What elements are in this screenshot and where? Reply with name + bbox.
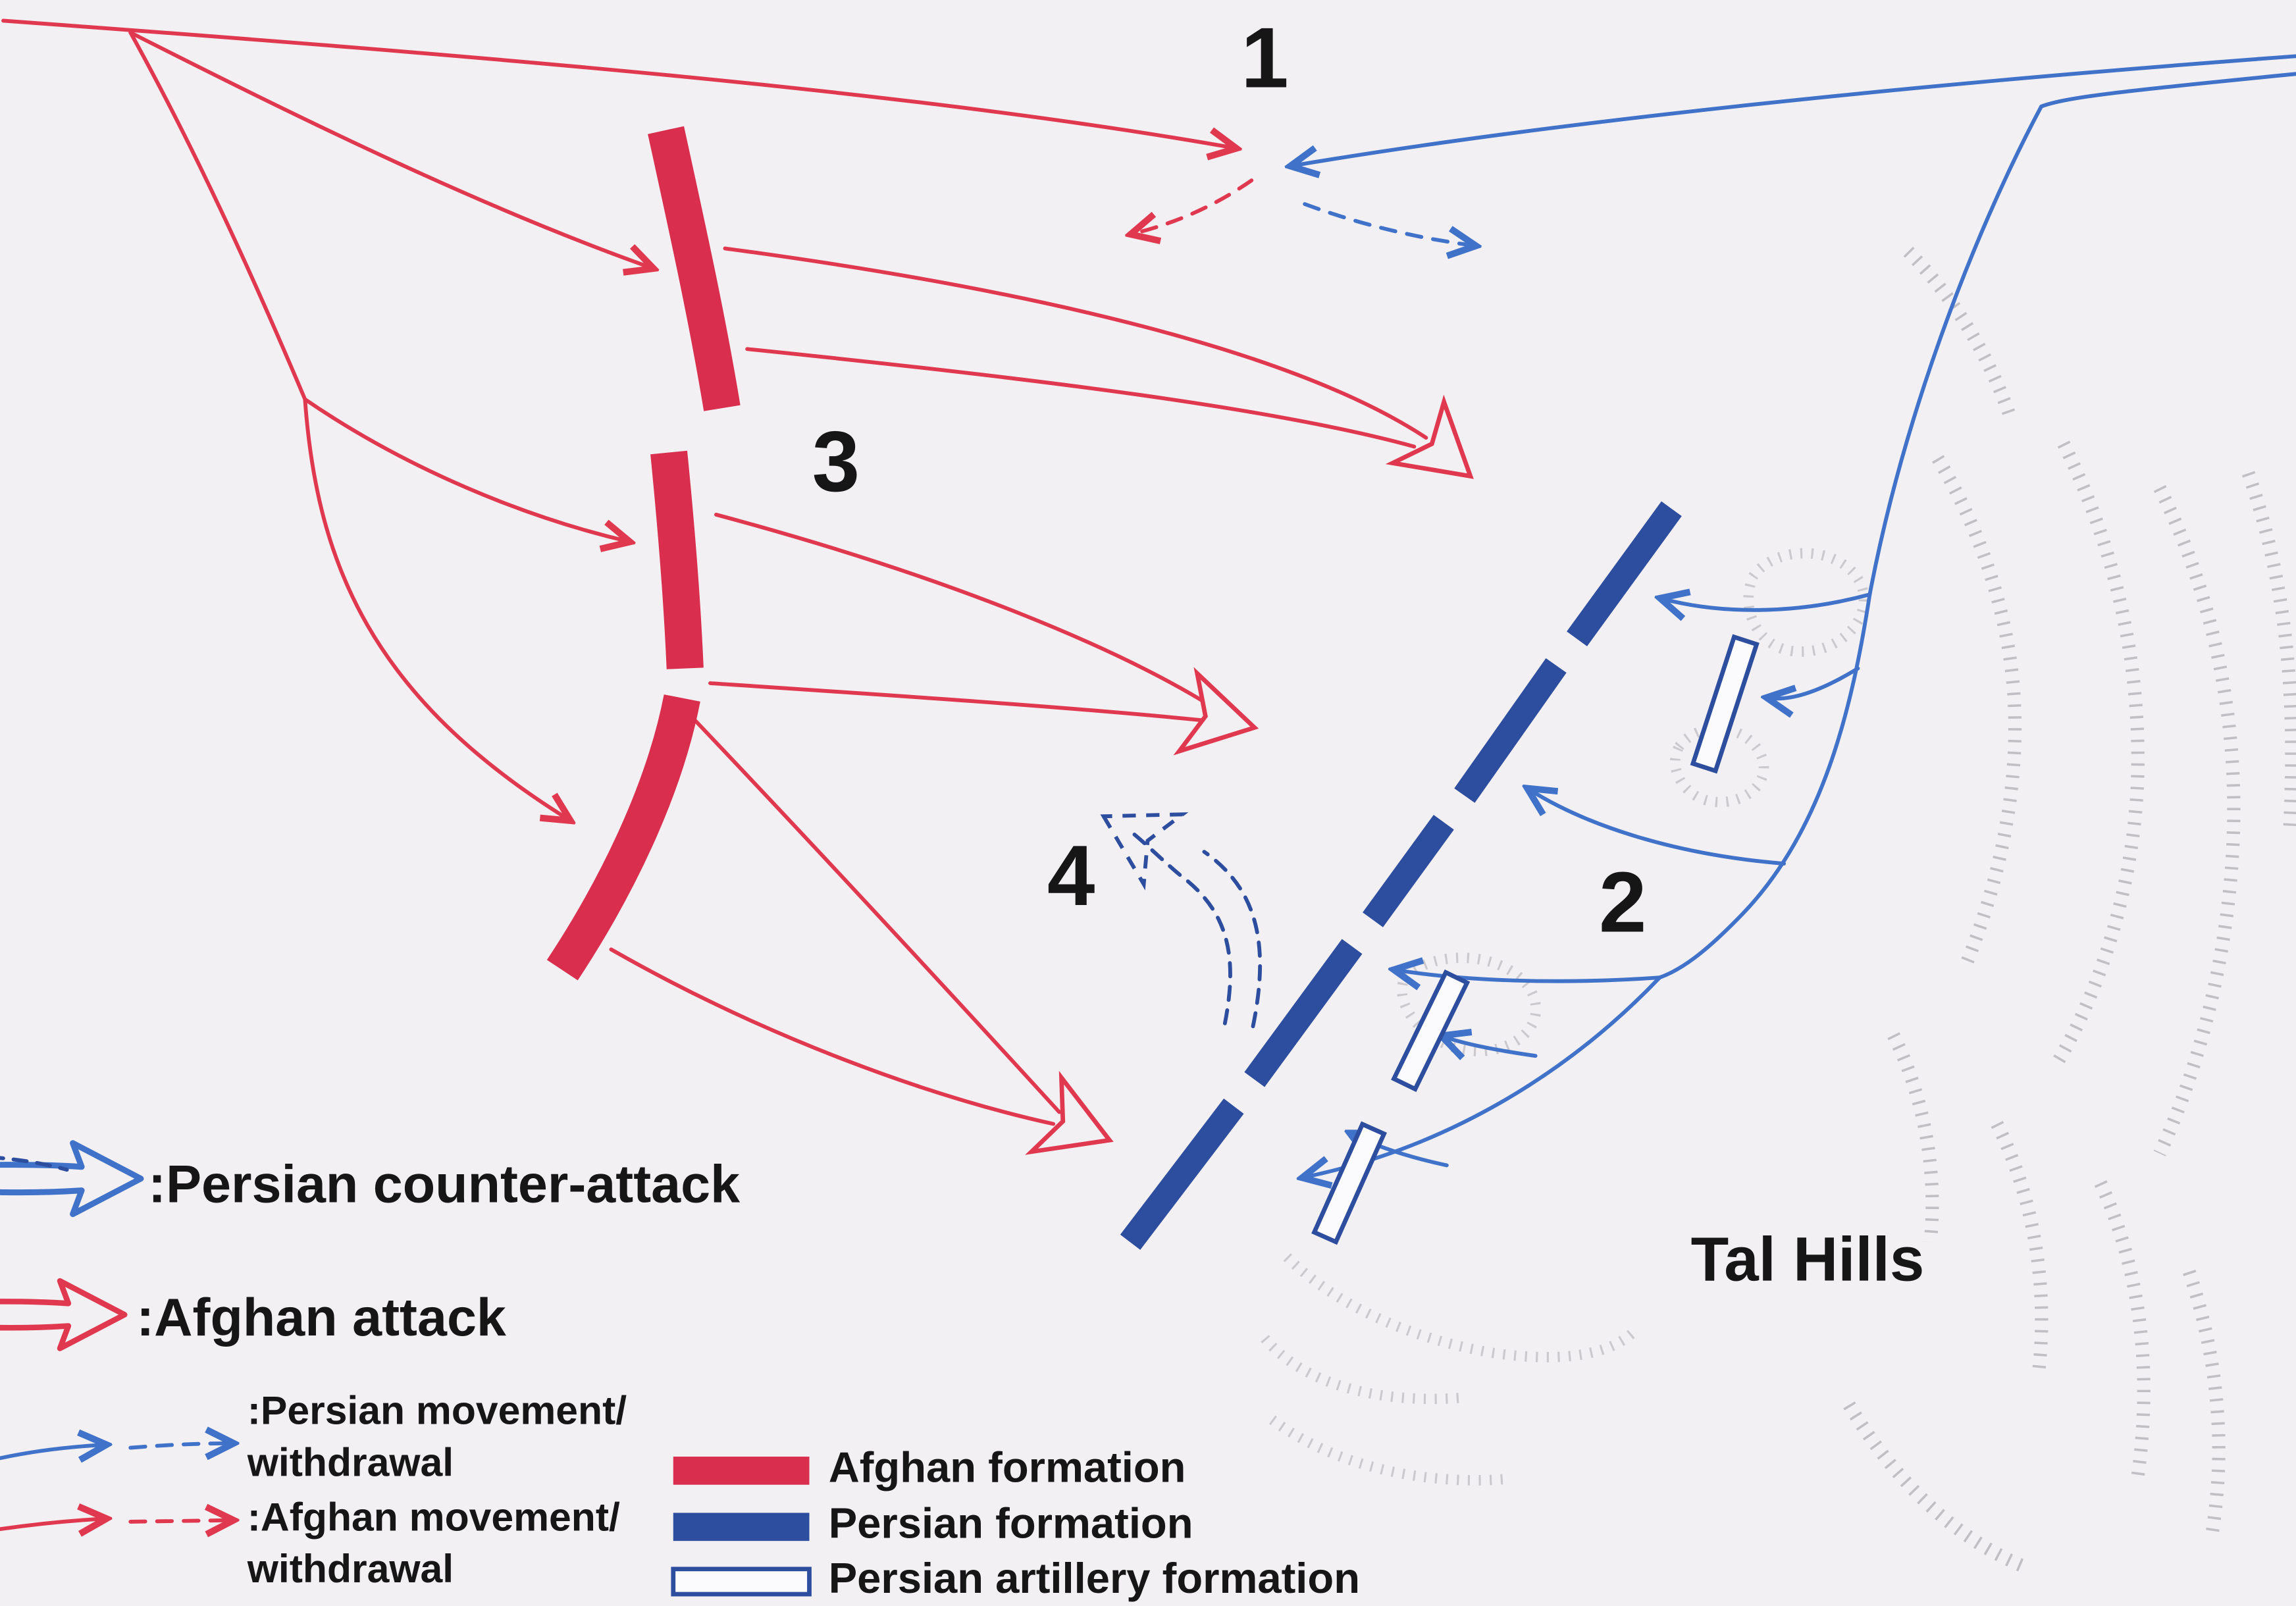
- legend: :Persian counter-attack :Afghan attack :…: [0, 1143, 1360, 1602]
- legend-persian-counter-label: :Persian counter-attack: [148, 1155, 741, 1214]
- afghan-attack-shaft-2b: [708, 681, 1203, 723]
- legend-artillery-formation-label: Persian artillery formation: [829, 1554, 1360, 1602]
- afghan-routes: [1, 18, 1254, 819]
- persian-counter-shaft-outer: [1202, 850, 1263, 1029]
- persian-formation-bar-4: [1244, 939, 1363, 1087]
- tal-hills-label: Tal Hills: [1691, 1225, 1925, 1294]
- afghan-formation-swatch: [673, 1457, 810, 1485]
- afghan-movement-solid-icon: [0, 1518, 104, 1529]
- marker-3: 3: [812, 413, 860, 509]
- persian-formation-bar-3: [1363, 814, 1454, 927]
- legend-persian-movement-line1: :Persian movement/: [248, 1388, 627, 1433]
- persian-formation: [1120, 501, 1682, 1250]
- afghan-route-to-top-bar: [128, 30, 651, 267]
- afghan-route-top: [1, 18, 1234, 147]
- persian-formation-bar-1: [1567, 501, 1682, 646]
- legend-afghan-movement-line1: :Afghan movement/: [248, 1494, 620, 1539]
- persian-movement-solid-icon: [0, 1445, 104, 1458]
- persian-route-branch-1: [1663, 594, 1872, 610]
- persian-formation-bar-5: [1120, 1099, 1244, 1250]
- afghan-attack-icon: [0, 1281, 124, 1348]
- legend-persian-counter-arrow-icon: [0, 1143, 141, 1214]
- persian-artillery: [1311, 634, 1760, 1245]
- persian-artillery-3: [1311, 1121, 1387, 1245]
- marker-4: 4: [1047, 827, 1095, 923]
- afghan-attack-shaft-1b: [745, 347, 1417, 449]
- persian-movement-dashed-icon: [128, 1443, 231, 1448]
- persian-route-top: [1293, 54, 2296, 165]
- legend-afghan-movement-line2: withdrawal: [247, 1546, 454, 1591]
- persian-formation-bar-2: [1454, 658, 1567, 803]
- afghan-route-left-stem: [128, 30, 307, 402]
- afghan-formation-bar-3: [546, 694, 700, 981]
- persian-counter-attack-icon-dash: [0, 1156, 69, 1172]
- afghan-attack-arrows: [609, 246, 1496, 1177]
- legend-persian-formation-label: Persian formation: [829, 1499, 1193, 1547]
- persian-counter-attack-arrow: [1084, 781, 1263, 1029]
- afghan-attack-shaft-3a: [683, 708, 1062, 1114]
- persian-artillery-1: [1690, 634, 1760, 774]
- hill-ridge-group-right: [1843, 246, 2296, 1574]
- phase-markers: 1 2 3 4 Tal Hills: [812, 10, 1925, 1294]
- persian-artillery-swatch: [671, 1567, 812, 1597]
- hill-blob-group-center: [1261, 548, 1869, 1486]
- persian-formation-swatch: [673, 1513, 810, 1541]
- afghan-formation: [546, 126, 741, 981]
- afghan-withdrawal-arrow: [1134, 178, 1254, 234]
- afghan-route-to-mid-bar: [303, 397, 627, 542]
- persian-artillery-2: [1391, 969, 1471, 1093]
- afghan-formation-bar-1: [648, 126, 741, 411]
- afghan-formation-bar-2: [650, 450, 704, 669]
- afghan-attack-shaft-1a: [723, 246, 1428, 440]
- marker-1: 1: [1241, 10, 1288, 106]
- afghan-attack-shaft-2a: [714, 512, 1213, 708]
- persian-route-main-stem: [1657, 72, 2296, 980]
- persian-route-branch-2: [1530, 790, 1787, 866]
- persian-counter-attack-icon: [0, 1143, 141, 1214]
- legend-afghan-attack-label: :Afghan attack: [136, 1288, 507, 1347]
- persian-route-branch-artillery-2: [1444, 1037, 1538, 1056]
- afghan-attack-shaft-3b: [609, 947, 1056, 1126]
- legend-persian-movement-line2: withdrawal: [247, 1439, 454, 1484]
- afghan-attack-head-3: [1031, 1077, 1124, 1177]
- legend-afghan-formation-label: Afghan formation: [829, 1443, 1186, 1491]
- afghan-route-to-bottom-bar: [303, 397, 568, 819]
- afghan-movement-dashed-icon: [128, 1520, 231, 1522]
- persian-route-branch-artillery-1: [1769, 666, 1860, 699]
- marker-2: 2: [1599, 854, 1646, 950]
- persian-withdrawal-arrow: [1303, 202, 1473, 246]
- persian-counter-shaft-inner: [1128, 829, 1232, 1025]
- persian-route-branch-3: [1396, 970, 1662, 981]
- afghan-attack-head-1: [1393, 402, 1496, 507]
